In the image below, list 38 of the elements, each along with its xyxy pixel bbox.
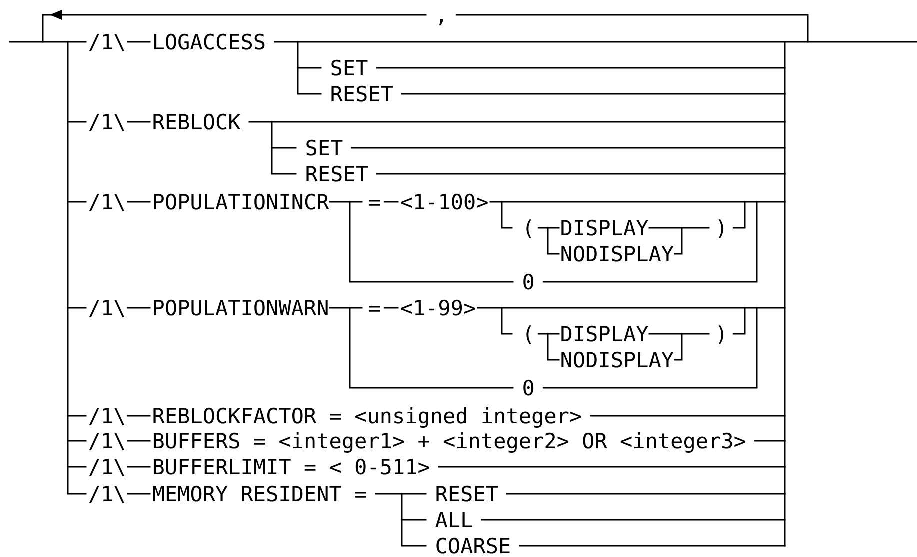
keyword: BUFFERS = <integer1> + <integer2> OR <integer3> (154, 432, 746, 454)
option-keyword: COARSE (436, 538, 510, 554)
option-keyword: SET (332, 60, 368, 76)
repeat-marker: /1\ (89, 408, 125, 426)
keyword: POPULATIONWARN (154, 300, 328, 316)
option-keyword: ALL (436, 512, 472, 528)
parenthesis: ( (526, 220, 532, 238)
keyword: LOGACCESS (154, 34, 265, 50)
option-value: 0 (524, 380, 534, 396)
repeat-marker: /1\ (89, 433, 125, 450)
option-keyword: SET (306, 140, 343, 156)
repeat-marker: /1\ (89, 486, 125, 504)
option-keyword: DISPLAY (562, 326, 648, 342)
keyword: MEMORY RESIDENT = (153, 486, 366, 502)
repeat-marker: /1\ (89, 459, 125, 476)
keyword: BUFFERLIMIT = < 0-511> (154, 458, 430, 475)
option-keyword: DISPLAY (562, 220, 648, 236)
keyword: REBLOCKFACTOR = <unsigned integer> (154, 408, 582, 428)
repeat-marker: /1\ (89, 34, 125, 52)
option-value: 0 (524, 274, 534, 290)
value-range: <1-100> (401, 194, 488, 210)
separator-comma: , (439, 19, 443, 26)
parenthesis: ( (526, 326, 532, 344)
keyword: REBLOCK (154, 114, 241, 130)
keyword: POPULATIONINCR (154, 194, 330, 210)
repeat-marker: /1\ (89, 300, 125, 318)
repeat-marker: /1\ (89, 114, 125, 132)
option-keyword: RESET (332, 86, 393, 102)
option-keyword: NODISPLAY (562, 246, 674, 262)
parenthesis: ) (718, 220, 724, 238)
option-keyword: NODISPLAY (562, 352, 674, 368)
parenthesis: ) (718, 326, 724, 344)
option-keyword: RESET (306, 166, 368, 182)
option-keyword: RESET (436, 486, 498, 502)
equals-sign: = (369, 200, 380, 206)
equals-sign: = (369, 306, 380, 312)
value-range: <1-99> (401, 300, 476, 316)
repeat-marker: /1\ (89, 194, 125, 212)
